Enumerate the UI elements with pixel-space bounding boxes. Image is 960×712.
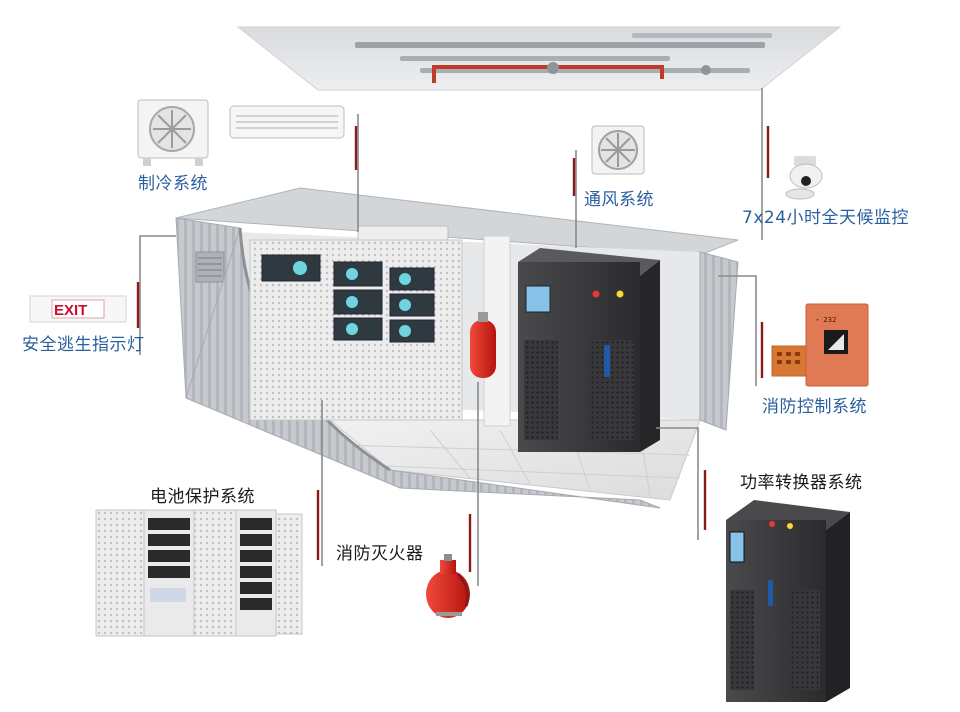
label-ventilation: 通风系统 — [584, 190, 654, 210]
label-monitoring: 7x24小时全天候监控 — [742, 208, 909, 228]
pcs-cabinet-inside — [518, 248, 660, 452]
ceiling-panel — [236, 26, 842, 91]
ventilation-fan-icon — [591, 125, 645, 175]
label-exit-light: 安全逃生指示灯 — [22, 335, 145, 355]
leader-lines — [136, 88, 770, 586]
fire-control-panel-icon: ・ 232 — [771, 303, 869, 387]
label-battery: 电池保护系统 — [150, 487, 255, 507]
fire-panel-text: ・ 232 — [814, 316, 837, 324]
fire-extinguisher-icon — [426, 554, 470, 618]
indoor-ac-unit-icon — [229, 105, 345, 139]
label-fire-control: 消防控制系统 — [762, 397, 867, 417]
surveillance-camera-icon — [785, 156, 823, 200]
outdoor-ac-unit-icon — [137, 99, 209, 166]
exit-sign-text: EXIT — [54, 302, 87, 319]
battery-cabinet-icon — [95, 509, 303, 637]
pcs-cabinet-icon — [726, 500, 850, 702]
label-pcs: 功率转换器系统 — [740, 473, 863, 493]
exit-sign-icon: EXIT — [29, 295, 127, 323]
fire-extinguisher-inside — [470, 312, 496, 378]
battery-racks-inside — [249, 239, 463, 421]
label-cooling: 制冷系统 — [138, 174, 208, 194]
label-extinguisher: 消防灭火器 — [336, 544, 424, 564]
